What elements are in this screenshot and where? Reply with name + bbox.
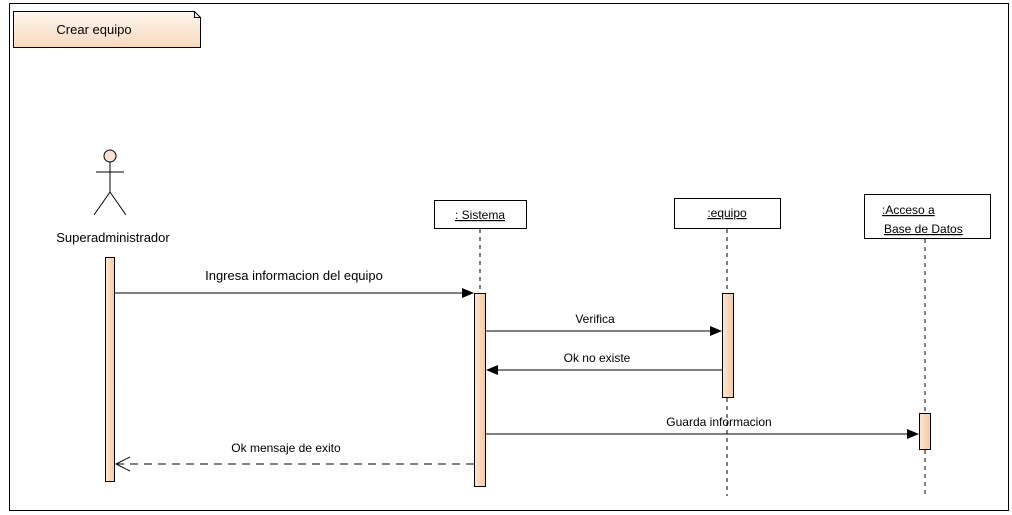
message-ok-mensaje-de-exito: Ok mensaje de exito <box>114 441 474 472</box>
lifeline-acceso-base-de-datos: :Acceso a Base de Datos <box>864 194 991 496</box>
actor-superadministrador <box>93 149 127 216</box>
lifeline-label-acceso-line1: :Acceso a <box>882 203 935 217</box>
activation-bar-acceso <box>919 413 931 450</box>
message-ok-no-existe: Ok no existe <box>486 351 722 375</box>
message-guarda-informacion: Guarda informacion <box>486 415 919 439</box>
message-label-m2: Verifica <box>575 312 615 326</box>
message-ingresa-informacion: Ingresa informacion del equipo <box>115 268 474 298</box>
lifeline-head-equipo <box>674 198 781 229</box>
lifeline-label-sistema: : Sistema <box>455 208 505 222</box>
message-verifica: Verifica <box>486 312 722 336</box>
message-label-m1: Ingresa informacion del equipo <box>205 268 383 283</box>
actor-head <box>103 149 117 163</box>
frame-title-tab: Crear equipo <box>13 11 201 48</box>
arrowhead-m4 <box>907 429 919 439</box>
lifeline-head-sistema <box>434 200 527 229</box>
arrowhead-m1 <box>462 288 474 298</box>
lifeline-head-acceso <box>864 194 991 239</box>
frame-title: Crear equipo <box>56 22 131 37</box>
arrowhead-m3 <box>486 365 498 375</box>
actor-activation-bar <box>105 257 115 482</box>
lifeline-label-equipo: :equipo <box>707 206 747 220</box>
activation-bar-sistema <box>474 293 486 487</box>
message-label-m5: Ok mensaje de exito <box>231 441 341 455</box>
message-label-m4: Guarda informacion <box>666 415 771 429</box>
actor-name: Superadministrador <box>56 230 170 245</box>
lifeline-equipo: :equipo <box>674 198 781 496</box>
message-label-m3: Ok no existe <box>564 351 631 365</box>
activation-bar-equipo <box>722 293 734 398</box>
open-arrowhead-m5 <box>114 456 131 472</box>
lifeline-sistema: : Sistema <box>434 200 527 487</box>
lifeline-label-acceso-line2: Base de Datos <box>884 222 963 236</box>
arrowhead-m2 <box>710 326 722 336</box>
diagram-frame <box>9 3 1009 511</box>
